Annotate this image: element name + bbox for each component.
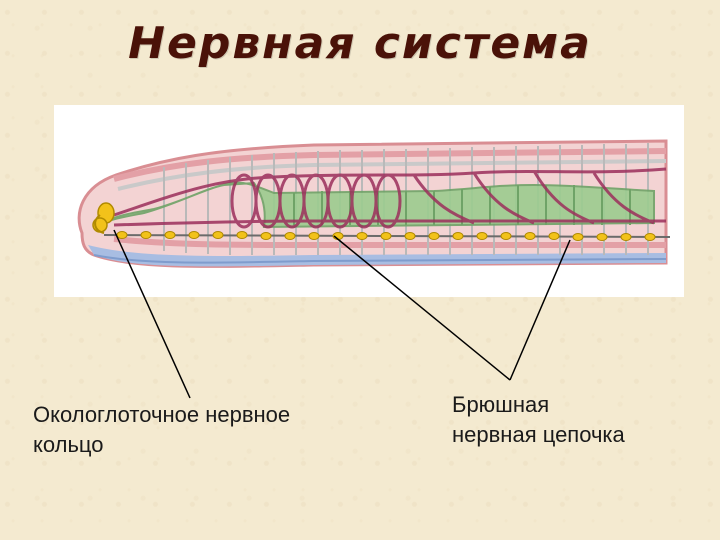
chain-label-line-1: Брюшная [452, 392, 550, 417]
chain-label-line-2: нервная цепочка [452, 422, 625, 447]
pharyngeal-ring [92, 202, 115, 234]
earthworm-figure [54, 105, 684, 297]
ring-label-line-1: Окологлоточное нервное [33, 402, 291, 427]
ring-label-line-2: кольцо [33, 432, 104, 457]
blood-vessels [113, 167, 667, 229]
ventral-chain-label: Брюшная нервная цепочка [452, 390, 625, 450]
pharyngeal-ring-label: Окологлоточное нервное кольцо [33, 400, 290, 460]
page-title: Нервная система [128, 18, 592, 69]
earthworm-illustration [77, 139, 671, 268]
